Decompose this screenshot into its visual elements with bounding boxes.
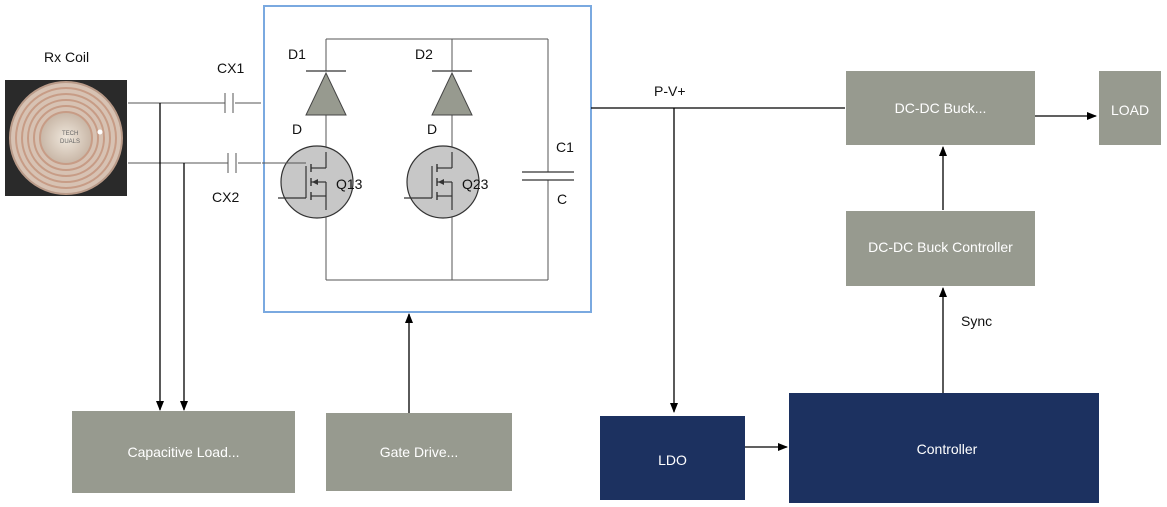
capacitor-c1 [522, 171, 574, 181]
mosfet-q13 [278, 145, 354, 219]
diode-d1 [305, 70, 347, 116]
d2-label: D2 [415, 46, 433, 62]
rectifier-frame [263, 5, 592, 313]
capacitive-load-text: Capacitive Load... [127, 444, 239, 460]
load-block: LOAD [1099, 71, 1161, 145]
pv-label: P-V+ [654, 83, 686, 99]
cx1-label: CX1 [217, 60, 244, 76]
q13-label: Q13 [336, 176, 363, 192]
cx2-label: CX2 [212, 189, 239, 205]
gate-drive-text: Gate Drive... [380, 444, 459, 460]
q23-label: Q23 [462, 176, 489, 192]
mosfet-q23 [404, 145, 480, 219]
load-text: LOAD [1111, 102, 1149, 118]
c1-label: C1 [556, 139, 574, 155]
buck-block: DC-DC Buck... [846, 71, 1035, 145]
d-left-label: D [292, 121, 302, 137]
capacitive-load-block: Capacitive Load... [72, 411, 295, 493]
ldo-text: LDO [658, 452, 687, 468]
sync-label: Sync [961, 313, 992, 329]
buck-controller-block: DC-DC Buck Controller [846, 211, 1035, 286]
ldo-block: LDO [600, 416, 745, 500]
controller-text: Controller [917, 441, 978, 457]
rx-coil: TECH DUALS [5, 80, 127, 196]
d-right-label: D [427, 121, 437, 137]
coil-text-line2: DUALS [60, 139, 80, 145]
buck-text: DC-DC Buck... [895, 100, 987, 116]
buck-controller-text: DC-DC Buck Controller [868, 239, 1013, 255]
gate-drive-block: Gate Drive... [326, 413, 512, 491]
c-label: C [557, 191, 567, 207]
coil-text-line1: TECH [62, 131, 78, 137]
rx-coil-label: Rx Coil [44, 49, 89, 65]
diode-d2 [431, 70, 473, 116]
d1-label: D1 [288, 46, 306, 62]
controller-block: Controller [789, 393, 1099, 503]
